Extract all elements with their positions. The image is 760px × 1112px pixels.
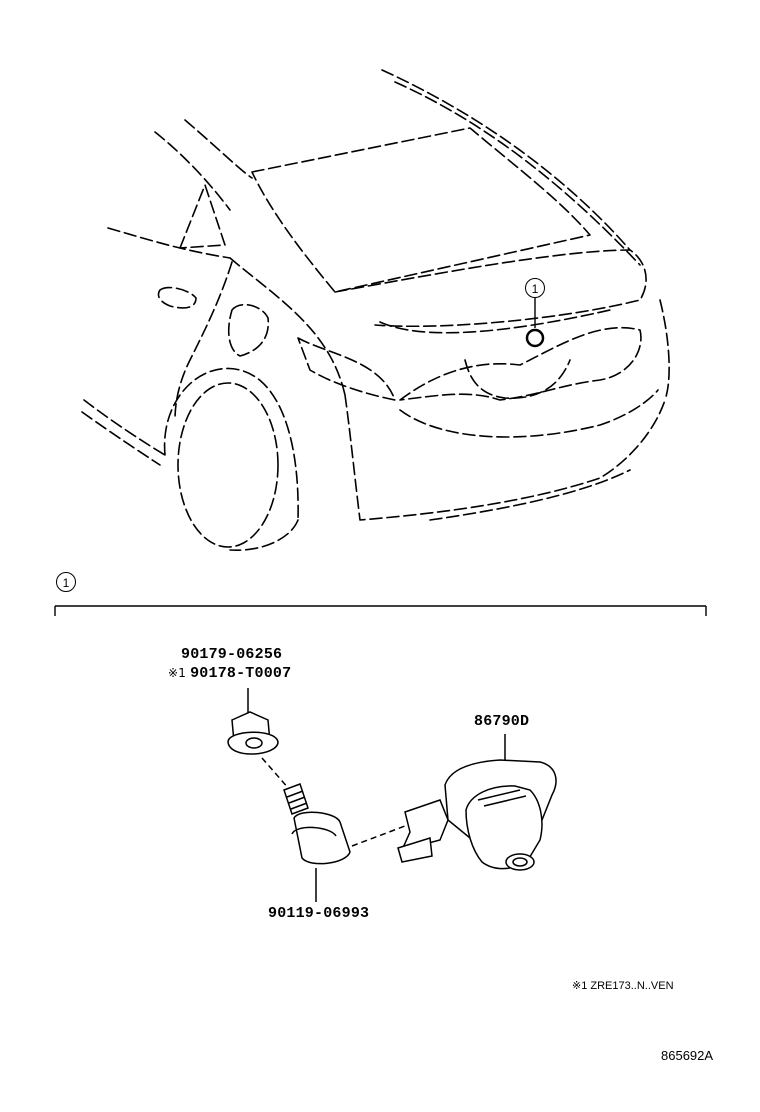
footnote: ※1 ZRE173..N..VEN bbox=[572, 980, 674, 992]
camera-location-marker bbox=[525, 298, 545, 348]
callout-detail: 1 bbox=[56, 572, 76, 592]
part-number-camera: 86790D bbox=[474, 713, 530, 730]
part-number-nut-alt-value: 90178-T0007 bbox=[190, 665, 292, 682]
part-number-nut: 90179-06256 bbox=[181, 646, 283, 663]
footnote-mark: ※1 bbox=[168, 666, 187, 680]
detail-bracket bbox=[54, 605, 707, 616]
callout-top: 1 bbox=[525, 278, 545, 298]
nut-part bbox=[227, 688, 279, 755]
part-number-screw: 90119-06993 bbox=[268, 905, 370, 922]
diagram-id: 865692A bbox=[661, 1048, 714, 1063]
rear-camera-part bbox=[397, 734, 557, 871]
car-outline bbox=[81, 69, 670, 551]
screw-part bbox=[261, 757, 406, 902]
